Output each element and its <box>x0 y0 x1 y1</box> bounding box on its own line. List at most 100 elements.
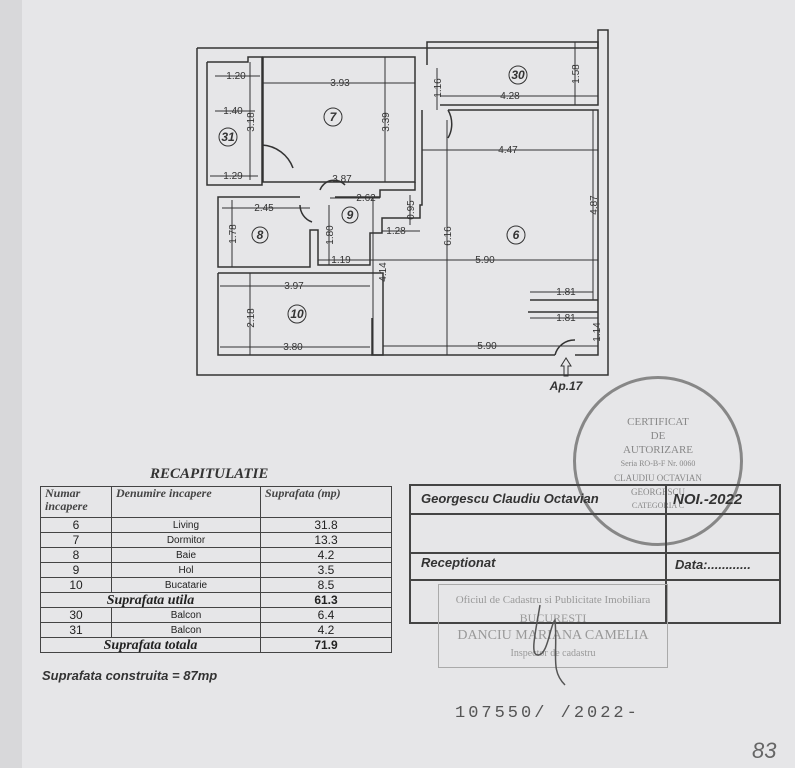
dim-label: 5.90 <box>475 255 495 266</box>
dim-label: 2.62 <box>356 193 376 204</box>
authorization-seal: CERTIFICAT DE AUTORIZARE Seria RO-B-F Nr… <box>573 376 743 546</box>
seal-line: CERTIFICAT <box>627 416 689 428</box>
useful-area-label: Suprafata utila <box>40 592 261 608</box>
room-area: 4.2 <box>260 547 392 563</box>
room-area: 6.4 <box>260 607 392 623</box>
handwritten-signature <box>533 604 566 686</box>
room-area: 3.5 <box>260 562 392 578</box>
row-divider <box>411 486 779 554</box>
room-7-label: 7 <box>330 110 338 124</box>
dim-label: 1.16 <box>433 78 444 98</box>
seal-line: Seria RO-B-F Nr. 0060 <box>620 459 696 468</box>
dim-label: 4.47 <box>498 145 518 156</box>
room-markers <box>218 65 528 324</box>
dim-label: 1.81 <box>556 313 576 324</box>
dim-label: 1.28 <box>386 226 406 237</box>
dim-label: 3.39 <box>381 112 392 132</box>
dim-label: 3.87 <box>332 174 352 185</box>
dim-label: 3.97 <box>284 281 304 292</box>
dim-label: 0.95 <box>406 200 417 220</box>
room-number: 31 <box>40 622 112 638</box>
seal-line: AUTORIZARE <box>622 444 694 456</box>
entrance-label: Ap.17 <box>549 379 584 393</box>
dim-label: 3.18 <box>246 112 257 132</box>
entrance-arrow-icon <box>560 357 572 377</box>
recap-table: Numar incapere Denumire incapere Suprafa… <box>40 486 392 653</box>
dim-label: 1.20 <box>226 71 246 82</box>
room-8-label: 8 <box>257 228 264 242</box>
room-number: 7 <box>40 532 112 548</box>
dim-label: 1.40 <box>223 106 243 117</box>
page-edge <box>0 0 22 768</box>
built-area: Suprafata construita = 87mp <box>42 668 218 683</box>
signature-box: Georgescu Claudiu Octavian NOI.-2022 Rec… <box>409 484 781 624</box>
room-name: Hol <box>111 562 261 578</box>
room-number: 6 <box>40 517 112 533</box>
room-name: Bucatarie <box>111 577 261 593</box>
registration-number: 107550/ /2022- <box>455 704 640 723</box>
dim-label: 1.19 <box>331 255 351 266</box>
stamp-line: Oficiul de Cadastru si Publicitate Imobi… <box>455 594 651 606</box>
dim-label: 1.78 <box>228 224 239 244</box>
room-area: 8.5 <box>260 577 392 593</box>
room-6-label: 6 <box>513 228 520 242</box>
room-number: 10 <box>40 577 112 593</box>
row-divider <box>411 486 779 581</box>
dim-label: 4.14 <box>378 262 389 282</box>
page-number: 83 <box>752 738 777 763</box>
room-name: Balcon <box>111 622 261 638</box>
seal-line: CATEGORIA C <box>631 501 685 510</box>
cadastre-stamp: Oficiul de Cadastru si Publicitate Imobi… <box>438 584 668 668</box>
dim-label: 1.58 <box>571 64 582 84</box>
room-area: 4.2 <box>260 622 392 638</box>
total-area-value: 71.9 <box>260 637 392 653</box>
room-10-label: 10 <box>290 307 304 321</box>
room-name: Baie <box>111 547 261 563</box>
useful-area-value: 61.3 <box>260 592 392 608</box>
room-name: Balcon <box>111 607 261 623</box>
dim-label: 1.81 <box>556 287 576 298</box>
seal-line: CLAUDIU OCTAVIAN <box>614 473 702 483</box>
dim-label: 3.93 <box>330 78 350 89</box>
dim-label: 6.16 <box>443 226 454 246</box>
room-area: 31.8 <box>260 517 392 533</box>
room-number: 8 <box>40 547 112 563</box>
stamp-line: Inspector de cadastru <box>510 648 596 659</box>
dim-label: 1.14 <box>592 322 603 342</box>
room-31-label: 31 <box>221 130 235 144</box>
received-label: Receptionat <box>421 555 496 570</box>
table-header: Numar incapere Denumire incapere Suprafa… <box>40 486 392 518</box>
header-cell: Denumire incapere <box>111 486 261 518</box>
seal-line: DE <box>650 430 666 442</box>
stamp-line: DANCIU MARIANA CAMELIA <box>457 628 649 643</box>
dimension-labels: 1.20 3.93 1.40 3.18 3.39 1.29 1.16 4.28 … <box>223 64 603 353</box>
dim-label: 2.18 <box>246 308 257 328</box>
seal-line: GEORGESCU <box>630 487 685 497</box>
dimension-lines <box>210 42 599 355</box>
floor-plan: 7 30 31 6 8 9 10 1.20 3.93 1.40 3.18 3.3… <box>196 29 609 393</box>
header-cell: Suprafata (mp) <box>260 486 392 518</box>
room-area: 13.3 <box>260 532 392 548</box>
dim-label: 5.90 <box>477 341 497 352</box>
header-cell: Numar incapere <box>40 486 112 518</box>
author-date: NOI.-2022 <box>673 491 743 508</box>
room-name: Living <box>111 517 261 533</box>
author-name: Georgescu Claudiu Octavian <box>421 491 599 506</box>
dim-label: 4.87 <box>589 195 600 215</box>
total-area-label: Suprafata totala <box>40 637 261 653</box>
room-9-label: 9 <box>347 208 354 222</box>
recap-title: RECAPITULATIE <box>150 466 269 482</box>
walls <box>196 29 609 376</box>
row-divider <box>411 486 779 515</box>
room-30-label: 30 <box>511 68 525 82</box>
room-name: Dormitor <box>111 532 261 548</box>
dim-label: 2.45 <box>254 203 274 214</box>
